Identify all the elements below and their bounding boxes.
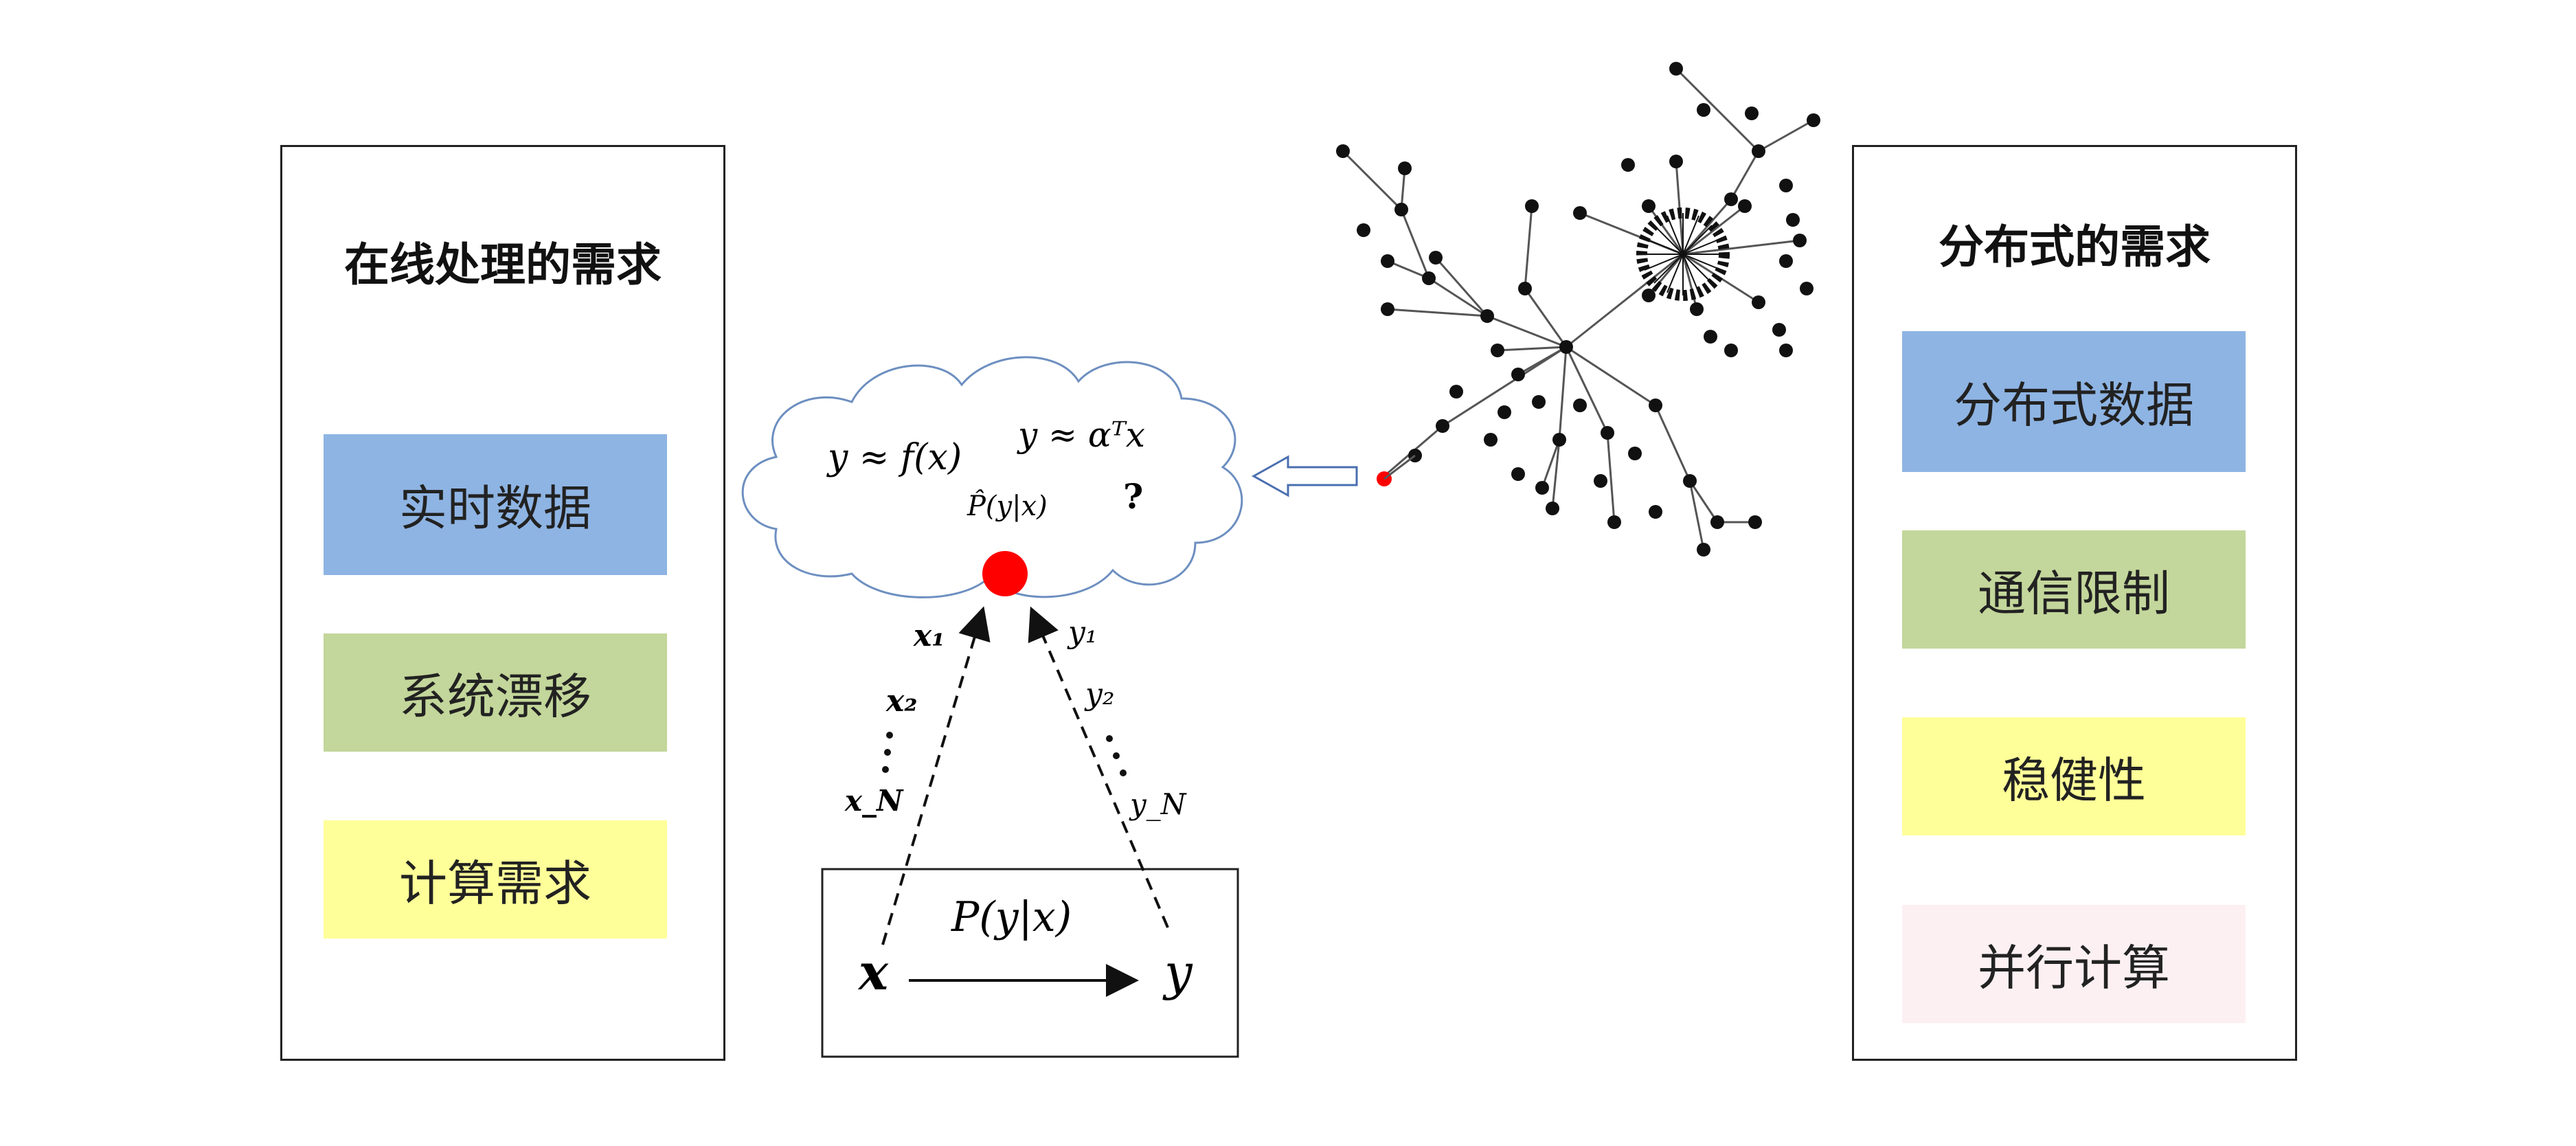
online-requirements-title: 在线处理的需求 — [344, 238, 662, 291]
system-drift-chip: 系统漂移 — [324, 633, 667, 752]
label-y2: y₂ — [1084, 677, 1115, 712]
x-dashed-arrow — [881, 606, 991, 945]
distributed-requirements-title: 分布式的需求 — [1939, 221, 2211, 273]
model-formula: P(y|x) — [951, 893, 1072, 941]
x-ellipsis-dots — [882, 732, 893, 773]
red-node-link — [1383, 454, 1416, 480]
model-cloud — [741, 356, 1243, 598]
label-yN: y_N — [1129, 787, 1187, 821]
red-dot-cloud — [982, 551, 1028, 596]
distributed-network-graph — [1342, 67, 1814, 550]
question-mark: ? — [1123, 476, 1143, 517]
online-requirements-panel: 在线处理的需求 实时数据 系统漂移 计算需求 — [280, 145, 725, 1061]
robustness-chip: 稳健性 — [1902, 717, 2246, 835]
network-nodes — [1336, 62, 1820, 557]
label-x2: x₂ — [885, 684, 918, 719]
model-x: x — [857, 943, 889, 1001]
hollow-arrow-left-icon — [1251, 455, 1358, 497]
label-xN: x_N — [844, 784, 904, 818]
parallel-compute-chip: 并行计算 — [1902, 905, 2246, 1023]
y-dashed-arrow — [1028, 606, 1169, 928]
formula-p-hat: P̂(y|x) — [967, 491, 1048, 522]
formula-f: y ≈ f(x) — [826, 437, 962, 478]
model-box — [821, 868, 1239, 1058]
distributed-data-chip: 分布式数据 — [1902, 331, 2246, 472]
y-ellipsis-dots — [1106, 735, 1127, 776]
network-hub-ring — [1636, 207, 1730, 301]
formula-alpha: y ≈ αᵀx — [1017, 415, 1145, 455]
compute-demand-chip: 计算需求 — [324, 820, 667, 939]
model-y: y — [1162, 943, 1193, 1001]
label-x1: x₁ — [913, 618, 945, 653]
communication-limit-chip: 通信限制 — [1902, 530, 2246, 649]
label-y1: y₁ — [1067, 615, 1098, 650]
distributed-requirements-panel: 分布式的需求 分布式数据 通信限制 稳健性 并行计算 — [1852, 145, 2297, 1061]
realtime-data-chip: 实时数据 — [324, 434, 667, 575]
